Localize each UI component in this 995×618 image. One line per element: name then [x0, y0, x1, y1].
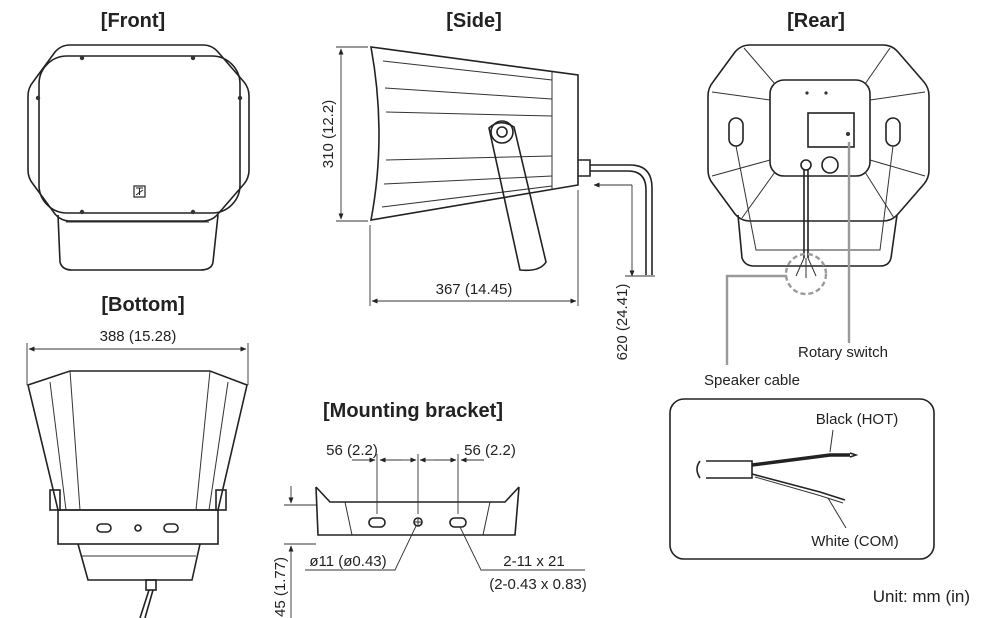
- speaker-cable-highlight: [784, 252, 828, 296]
- rear-cable-entry: [800, 159, 812, 171]
- bottom-center-hole: [134, 524, 142, 532]
- side-cable-inner: [590, 170, 647, 275]
- speaker-cable-leader: [725, 274, 787, 365]
- rear-view: [Rear] Rotary switch: [704, 10, 930, 389]
- bottom-cable-gland: [145, 579, 157, 591]
- rear-cap: [769, 79, 871, 177]
- rear-ribs: [711, 47, 926, 219]
- bottom-bracket-band: [57, 509, 219, 545]
- bracket-slot-leader: [459, 526, 585, 571]
- cable-cut-end: [696, 460, 701, 479]
- mounting-bracket-view: [Mounting bracket] 56 (2.2) 56 (2.2) 45 …: [272, 400, 587, 618]
- side-depth-label: 367 (14.45): [436, 281, 513, 298]
- black-wire: [751, 453, 850, 467]
- side-cable: [590, 164, 653, 275]
- white-wire: [751, 473, 846, 501]
- front-skirt: [57, 214, 219, 271]
- white-wire-leader: [827, 497, 847, 529]
- bottom-view-title: [Bottom]: [101, 294, 184, 316]
- bracket-hole-leader: [305, 525, 417, 571]
- rear-bracket-right: [885, 117, 901, 147]
- rotary-switch-knob: [846, 132, 850, 136]
- white-wire-label: White (COM): [811, 533, 899, 550]
- bracket-height-label: 45 (1.77): [272, 557, 289, 617]
- side-view-title: [Side]: [446, 10, 502, 32]
- bracket-hole-label: ø11 (ø0.43): [309, 553, 386, 570]
- cable-length-label: 620 (24.41): [614, 284, 631, 361]
- mounting-bracket-title: [Mounting bracket]: [323, 400, 503, 422]
- bracket-outline: [315, 486, 520, 536]
- side-horn-body: [370, 46, 579, 221]
- bracket-slot-right: [449, 517, 467, 528]
- side-horn-ridges: [381, 60, 553, 208]
- speaker-cable-label: Speaker cable: [704, 372, 800, 389]
- bottom-slot-right: [163, 523, 179, 533]
- bracket-left-spacing-label: 56 (2.2): [326, 442, 378, 459]
- bottom-cable: [139, 589, 154, 618]
- side-bracket-bolt: [496, 126, 508, 138]
- side-cable-gland: [578, 159, 591, 177]
- rear-vent-port: [821, 156, 839, 174]
- black-wire-label: Black (HOT): [816, 411, 899, 428]
- rear-horn-outline: [707, 44, 930, 222]
- rear-cable: [803, 170, 809, 258]
- bracket-slot-in-label: (2-0.43 x 0.83): [489, 576, 587, 593]
- rear-bracket-arm: [735, 145, 894, 251]
- front-screws: [35, 55, 243, 215]
- bracket-slot-mm-label: 2-11 x 21: [503, 553, 564, 570]
- bracket-right-spacing-label: 56 (2.2): [464, 442, 516, 459]
- bottom-horn-ridges: [49, 370, 229, 511]
- rear-bracket-left: [728, 117, 744, 147]
- cable-detail-box: [669, 398, 935, 560]
- front-view: [Front]: [27, 10, 250, 271]
- bottom-bracket-knob-right: [215, 489, 227, 511]
- toa-logo-icon: [133, 185, 146, 198]
- bottom-bracket-knob-left: [49, 489, 61, 511]
- unit-note: Unit: mm (in): [873, 587, 970, 606]
- bottom-width-label: 388 (15.28): [100, 328, 177, 345]
- rotary-switch-cover: [807, 112, 855, 148]
- rear-view-title: [Rear]: [787, 10, 845, 32]
- front-view-title: [Front]: [101, 10, 165, 32]
- black-wire-leader: [829, 429, 834, 453]
- side-height-label: 310 (12.2): [320, 100, 337, 168]
- bottom-horn: [27, 370, 248, 511]
- side-bracket-pivot: [490, 120, 514, 144]
- side-view: [Side] 310 (12.2) 367 (14.45): [320, 10, 655, 360]
- bracket-slot-left: [368, 517, 386, 528]
- side-bracket-arm: [488, 121, 547, 272]
- bottom-view: [Bottom] 388 (15.28): [26, 294, 249, 618]
- front-panel: [38, 55, 241, 214]
- cable-detail: Black (HOT) White (COM): [669, 398, 935, 560]
- cable-jacket: [706, 460, 753, 479]
- rear-skirt: [737, 214, 898, 267]
- rear-cable-wires: [795, 257, 817, 278]
- front-horn-mouth: [27, 44, 250, 222]
- bracket-flange: [315, 486, 520, 503]
- rotary-switch-label: Rotary switch: [798, 344, 888, 361]
- bottom-rear-cap: [77, 543, 201, 581]
- bottom-slot-left: [96, 523, 112, 533]
